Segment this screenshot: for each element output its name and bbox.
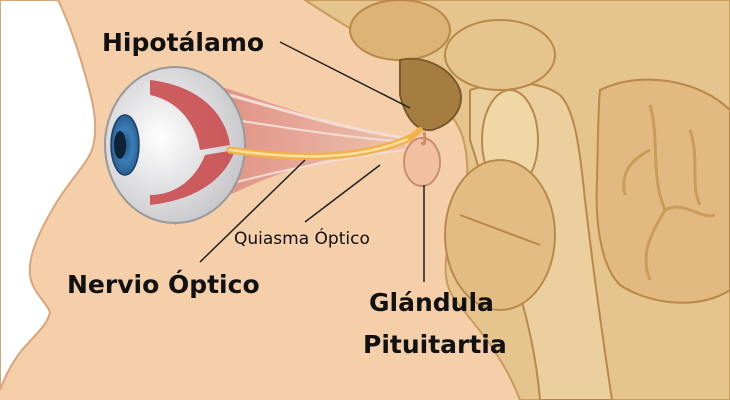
cerebellum: [595, 78, 730, 304]
pupil: [114, 131, 126, 159]
chiasm-leader: [304, 164, 381, 223]
hypothalamus-region: [399, 57, 462, 132]
optic-chiasm: [407, 127, 423, 141]
thalamus: [444, 19, 556, 91]
face-profile: [0, 0, 97, 391]
label-hypothalamus: Hipotálamo: [102, 28, 265, 57]
optic-nerve-leader: [199, 159, 306, 263]
pituitary-gland: [403, 137, 441, 187]
hypothalamus-leader: [279, 41, 411, 109]
eye-muscle-top: [150, 80, 230, 150]
pons: [444, 159, 556, 311]
corpus-region: [349, 0, 451, 61]
eye-muscle-bottom: [150, 150, 235, 205]
label-optic-chiasm: Quiasma Óptico: [234, 229, 370, 249]
optic-nerve-highlight: [228, 136, 412, 158]
pons-line: [459, 214, 541, 246]
label-pituitary-line1: Glándula: [369, 288, 494, 317]
label-optic-nerve: Nervio Óptico: [67, 270, 260, 299]
cerebellum-folds: [622, 104, 716, 281]
pituitary-stalk: [420, 131, 427, 146]
label-pituitary-line2: Pituitartia: [363, 330, 507, 359]
